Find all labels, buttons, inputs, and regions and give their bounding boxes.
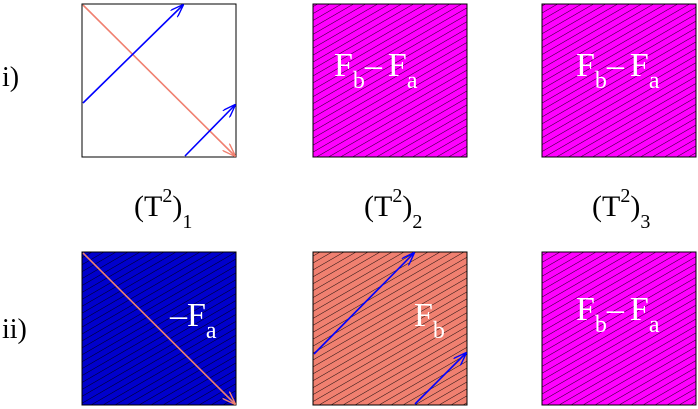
flux-label: Fb–Fa	[576, 47, 660, 94]
panel-r1c3: Fb–Fa	[541, 3, 697, 158]
blue-arrow-line	[414, 353, 466, 405]
flux-label: Fb	[414, 297, 445, 344]
torus-label-1: (T2)1	[134, 185, 192, 233]
blue-arrow-line	[313, 253, 414, 355]
blue-arrow-line	[184, 105, 235, 157]
row-label-ii: ii)	[2, 314, 27, 345]
torus-label-2: (T2)2	[364, 185, 422, 233]
blue-arrow-line	[82, 5, 183, 104]
flux-label: Fb–Fa	[334, 47, 418, 94]
panel-r1c1	[81, 4, 236, 157]
torus-label-3: (T2)3	[592, 185, 650, 233]
panel-r1c2: Fb–Fa	[312, 3, 468, 158]
salmon-diagonal-line	[82, 252, 235, 404]
flux-label: Fb–Fa	[576, 291, 660, 338]
panel-r2c1: –Fa	[81, 251, 236, 405]
row-label-i: i)	[2, 62, 19, 93]
panel-r2c2: Fb	[312, 252, 467, 406]
flux-label: –Fa	[169, 297, 217, 344]
panel-r2c3: Fb–Fa	[541, 251, 697, 406]
